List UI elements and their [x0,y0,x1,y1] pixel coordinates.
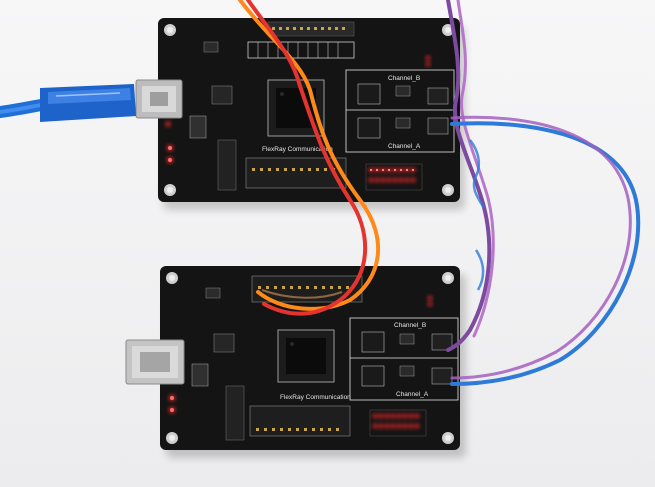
board-title: FlexRay Communication [262,146,333,153]
led-array-icon [365,163,423,191]
red-wire [246,0,368,316]
microcontroller-chip-icon [277,329,335,383]
pin-header-icon [267,21,355,37]
channel-b-label: Channel_B [388,75,420,82]
pin-header-icon [249,405,351,437]
led-array-icon [369,409,427,437]
board-bottom: FlexRay Communication Channel_B Channel_… [125,266,466,458]
usb-b-connector-icon [135,79,183,119]
purple-wire [446,0,492,352]
board-top: FlexRay Communication Channel_B Channel_… [135,18,465,210]
blue-wire [450,121,641,386]
pin-header-icon [225,385,245,441]
usb-b-connector-icon [125,339,185,385]
pin-header-icon [217,139,237,191]
channel-a-label: Channel_A [396,391,429,398]
board-title: FlexRay Communication [280,394,351,401]
usb-cable [0,84,136,122]
channel-a-label: Channel_A [388,143,421,150]
channel-b-label: Channel_B [394,322,426,329]
